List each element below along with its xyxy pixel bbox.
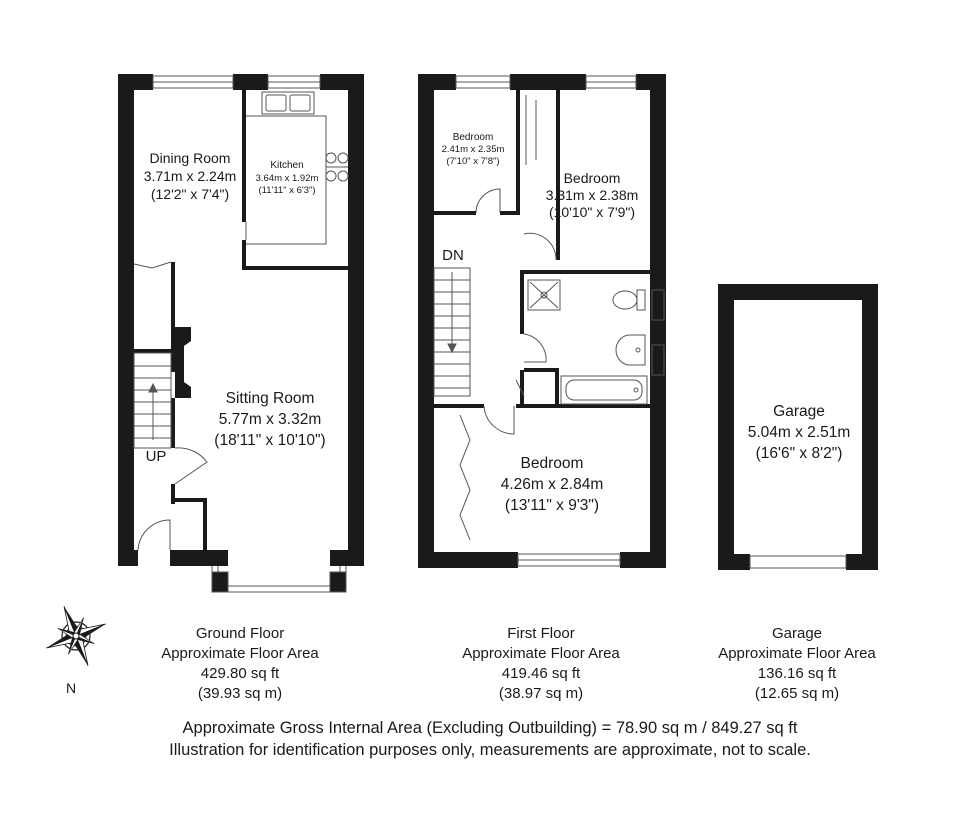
kitchen-size-imperial: (11'11" x 6'3") <box>258 185 315 196</box>
garage-name: Garage <box>773 403 825 420</box>
first-floor-caption: First Floor Approximate Floor Area 419.4… <box>441 624 641 704</box>
first-floor-area-m: (38.97 sq m) <box>498 685 584 702</box>
garage-area-m: (12.65 sq m) <box>754 685 840 702</box>
compass-rose-icon <box>46 606 106 666</box>
bedroom-small-size-metric: 2.41m x 2.35m <box>442 144 505 155</box>
kitchen-name: Kitchen <box>270 160 303 171</box>
bedroom-medium-name: Bedroom <box>564 170 621 186</box>
compass-north-label: N <box>66 680 77 696</box>
gross-internal-area-note: Approximate Gross Internal Area (Excludi… <box>182 719 798 737</box>
ground-floor-area-m: (39.93 sq m) <box>197 685 283 702</box>
sitting-room-size-metric: 5.77m x 3.32m <box>219 411 322 428</box>
ground-stairs-up-label: UP <box>146 448 167 465</box>
first-floor-plan <box>418 74 666 568</box>
kitchen-fixtures <box>246 91 349 245</box>
bedroom-medium-size-metric: 3.31m x 2.38m <box>546 187 639 203</box>
ground-floor-windows <box>152 75 347 593</box>
dining-room-size-metric: 3.71m x 2.24m <box>144 168 237 184</box>
bedroom-small-name: Bedroom <box>453 132 494 143</box>
ground-floor-area-ft: 429.80 sq ft <box>200 665 280 682</box>
bedroom-large-name: Bedroom <box>521 455 584 472</box>
ground-floor-title: Ground Floor <box>195 625 285 642</box>
garage-door <box>749 555 847 569</box>
first-floor-walls <box>418 74 666 568</box>
garage-size-imperial: (16'6" x 8'2") <box>756 445 843 462</box>
garage-caption: Garage Approximate Floor Area 136.16 sq … <box>697 624 897 704</box>
sitting-room-size-imperial: (18'11" x 10'10") <box>214 432 325 449</box>
disclaimer-note: Illustration for identification purposes… <box>169 741 811 759</box>
first-floor-title: First Floor <box>507 625 575 642</box>
first-floor-windows <box>455 75 665 567</box>
bathroom-fixtures <box>527 279 648 405</box>
kitchen-size-metric: 3.64m x 1.92m <box>256 173 319 184</box>
garage-walls <box>718 284 878 570</box>
ground-floor-doors <box>133 222 247 551</box>
garage-caption-subtitle: Approximate Floor Area <box>718 645 876 662</box>
first-floor-subtitle: Approximate Floor Area <box>462 645 620 662</box>
bedroom-small-size-imperial: (7'10" x 7'8") <box>446 156 499 167</box>
first-floor-doors <box>459 95 557 541</box>
ground-floor-stairs <box>133 352 172 449</box>
ground-floor-walls <box>118 74 364 566</box>
dining-room-size-imperial: (12'2" x 7'4") <box>151 186 229 202</box>
garage-caption-title: Garage <box>771 625 823 642</box>
ground-floor-plan <box>118 74 364 593</box>
first-floor-stairs <box>433 267 471 397</box>
ground-floor-caption: Ground Floor Approximate Floor Area 429.… <box>140 624 340 704</box>
bedroom-medium-size-imperial: (10'10" x 7'9") <box>549 204 635 220</box>
sitting-room-name: Sitting Room <box>226 390 315 407</box>
dining-room-name: Dining Room <box>150 150 231 166</box>
ground-floor-subtitle: Approximate Floor Area <box>161 645 319 662</box>
first-stairs-down-label: DN <box>442 247 464 264</box>
garage-area-ft: 136.16 sq ft <box>757 665 837 682</box>
bedroom-large-size-metric: 4.26m x 2.84m <box>501 476 604 493</box>
first-floor-area-ft: 419.46 sq ft <box>501 665 581 682</box>
garage-size-metric: 5.04m x 2.51m <box>748 424 851 441</box>
bedroom-large-size-imperial: (13'11" x 9'3") <box>505 497 599 514</box>
garage-plan <box>718 284 878 570</box>
